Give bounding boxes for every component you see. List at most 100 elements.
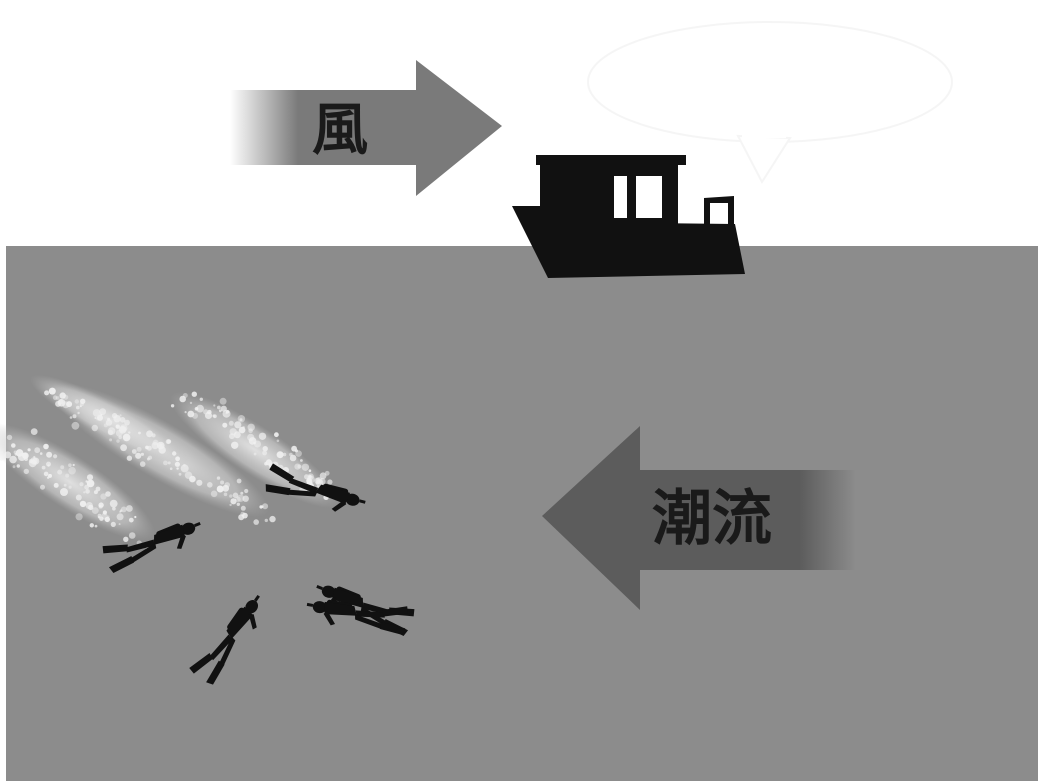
- bubble-dot: [262, 446, 268, 452]
- bubble-dot: [216, 485, 224, 493]
- bubble-dot: [119, 510, 122, 513]
- bubble-dot: [264, 518, 268, 523]
- bubble-dot: [68, 485, 72, 489]
- bubble-dot: [324, 470, 330, 476]
- bubble-dot: [66, 401, 73, 408]
- bubble-dot: [122, 433, 131, 442]
- bubble-dot: [125, 505, 133, 512]
- bubble-dot: [276, 451, 284, 459]
- bubble-dot: [107, 429, 114, 436]
- bubble-dot: [59, 392, 66, 399]
- bubble-dot: [84, 484, 89, 490]
- bubble-dot: [47, 464, 50, 467]
- bubble-dot: [236, 502, 240, 506]
- bubble-dot: [297, 464, 302, 469]
- bubble-dot: [68, 463, 72, 468]
- bubble-dot: [105, 491, 111, 497]
- bubble-dot: [23, 468, 29, 475]
- bubble-dot: [176, 467, 179, 470]
- bubble-dot: [40, 484, 45, 490]
- bubble-dot: [116, 439, 120, 443]
- bubble-dot: [52, 395, 58, 401]
- bubble-dot: [291, 445, 297, 452]
- bubble-dot: [32, 457, 40, 465]
- bubble-dot: [184, 471, 193, 479]
- bubble-dot: [53, 482, 59, 488]
- bubble-dot: [222, 422, 228, 428]
- bubble-dot: [216, 476, 221, 480]
- bubble-dot: [0, 452, 6, 461]
- bubble-dot: [63, 483, 67, 487]
- bubble-dot: [65, 473, 70, 478]
- bubble-dot: [242, 426, 245, 429]
- bubble-dot: [93, 490, 98, 495]
- bubble-dot: [60, 465, 65, 470]
- bubble-dot: [307, 479, 311, 483]
- bubble-dot: [98, 504, 103, 509]
- bubble-dot: [230, 498, 237, 505]
- bubble-dot: [219, 397, 227, 405]
- bubble-dot: [308, 469, 312, 473]
- bubble-dot: [97, 513, 102, 518]
- bubble-dot: [220, 480, 225, 485]
- bubble-dot: [109, 499, 118, 508]
- bubble-dot: [48, 387, 56, 395]
- bubble-dot: [140, 452, 144, 456]
- bubble-dot: [48, 473, 52, 478]
- bubble-dot: [74, 399, 80, 404]
- bubble-dot: [207, 482, 213, 488]
- bubble-dot: [174, 461, 180, 467]
- bubble-dot: [178, 472, 182, 476]
- bubble-dot: [43, 443, 49, 450]
- bubble-dot: [75, 494, 82, 501]
- bubble-dot: [15, 449, 24, 457]
- bubble-dot: [27, 448, 31, 452]
- bubble-dot: [75, 513, 83, 521]
- bubble-dot: [253, 519, 259, 525]
- bubble-dot: [237, 415, 246, 423]
- bubble-dot: [79, 402, 84, 407]
- bubble-dot: [30, 428, 38, 435]
- bubble-dot: [104, 516, 111, 523]
- bubble-dot: [119, 414, 122, 417]
- bubble-dot: [128, 532, 136, 539]
- bubble-dot: [196, 404, 205, 413]
- bubble-dot: [120, 506, 127, 513]
- bubble-dot: [99, 408, 107, 415]
- bubble-dot: [91, 424, 99, 432]
- bubble-dot: [228, 420, 234, 426]
- bubble-dot: [319, 472, 327, 480]
- bubble-dot: [91, 507, 99, 514]
- bubble-dot: [115, 424, 121, 429]
- bubble-dot: [217, 405, 221, 410]
- bubble-dot: [43, 471, 49, 477]
- bubble-dot: [126, 455, 133, 461]
- bubble-dot: [113, 415, 121, 423]
- bubble-dot: [99, 516, 104, 521]
- bubble-dot: [192, 412, 198, 419]
- bubble-dot: [68, 466, 76, 475]
- bubble-dot: [151, 442, 159, 450]
- bubble-dot: [247, 423, 255, 431]
- bubble-dots: [0, 387, 333, 552]
- bubble-dot: [204, 411, 213, 420]
- bubble-dot: [169, 467, 173, 471]
- bubble-dot: [94, 524, 98, 528]
- bubble-dot: [12, 465, 16, 469]
- bubble-dot: [163, 460, 168, 466]
- bubble-dot: [6, 434, 13, 441]
- bubble-dot: [11, 443, 16, 448]
- sea: [6, 246, 1038, 781]
- bubble-dot: [240, 505, 246, 511]
- bubble-dot: [110, 521, 116, 528]
- bubble-dot: [94, 416, 97, 420]
- bubble-dot: [83, 491, 86, 494]
- bubble-dot: [92, 409, 101, 417]
- bubble-dot: [46, 476, 50, 479]
- bubble-dot: [240, 491, 244, 495]
- bubble-dot: [102, 510, 107, 515]
- bubble-dot: [0, 451, 3, 454]
- wind-label: 風: [312, 98, 368, 163]
- bubble-dot: [282, 452, 287, 457]
- bubble-dot: [234, 421, 242, 429]
